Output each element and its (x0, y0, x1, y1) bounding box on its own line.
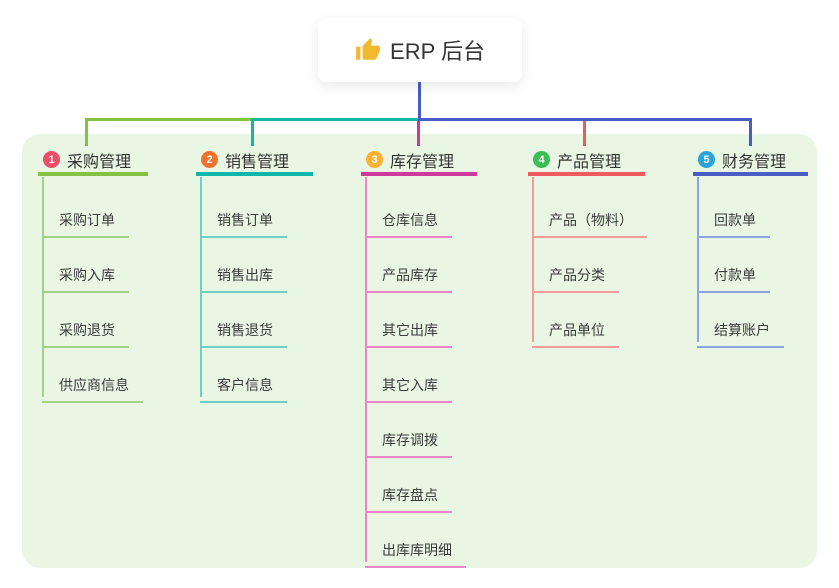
branch-head-finance[interactable]: 5 财务管理 (693, 147, 808, 176)
node-stock-transfer[interactable]: 库存调拨 (365, 422, 452, 458)
node-purchase-return[interactable]: 采购退货 (42, 312, 129, 348)
branch-head-purchase[interactable]: 1 采购管理 (38, 147, 148, 176)
branch-head-product[interactable]: 4 产品管理 (528, 147, 645, 176)
branch-head-inventory[interactable]: 3 库存管理 (361, 147, 477, 176)
node-purchase-inbound[interactable]: 采购入库 (42, 257, 129, 293)
node-sales-outbound[interactable]: 销售出库 (200, 257, 287, 293)
connector-purchase (85, 118, 252, 121)
node-supplier-info[interactable]: 供应商信息 (42, 367, 143, 403)
drop-finance (749, 118, 752, 146)
node-payment-doc[interactable]: 付款单 (697, 257, 770, 293)
branch-title-inventory: 库存管理 (390, 153, 455, 171)
root-node-label: ERP 后台 (390, 39, 485, 64)
priority-2-icon: 2 (201, 151, 218, 168)
priority-5-icon: 5 (698, 151, 715, 168)
node-sales-return[interactable]: 销售退货 (200, 312, 287, 348)
node-customer-info[interactable]: 客户信息 (200, 367, 287, 403)
priority-1-icon: 1 (43, 151, 60, 168)
trunk-inventory (365, 177, 367, 562)
drop-purchase (85, 118, 88, 146)
trunk-product (532, 177, 534, 342)
node-sales-order[interactable]: 销售订单 (200, 202, 287, 238)
thumbs-up-icon (355, 37, 381, 63)
branch-head-sales[interactable]: 2 销售管理 (196, 147, 313, 176)
root-connector-line (418, 82, 421, 118)
priority-4-icon: 4 (533, 151, 550, 168)
node-product-category[interactable]: 产品分类 (532, 257, 619, 293)
node-other-outbound[interactable]: 其它出库 (365, 312, 452, 348)
connector-sales (252, 118, 418, 121)
node-purchase-order[interactable]: 采购订单 (42, 202, 129, 238)
drop-product (583, 121, 586, 146)
branch-title-finance: 财务管理 (722, 153, 787, 171)
node-settlement-account[interactable]: 结算账户 (697, 312, 784, 348)
node-warehouse-info[interactable]: 仓库信息 (365, 202, 452, 238)
node-other-inbound[interactable]: 其它入库 (365, 367, 452, 403)
branches-background-panel (22, 134, 817, 568)
node-product-material[interactable]: 产品（物料） (532, 202, 647, 238)
node-product-stock[interactable]: 产品库存 (365, 257, 452, 293)
drop-inventory (417, 121, 420, 146)
priority-3-icon: 3 (366, 151, 383, 168)
node-receipt-doc[interactable]: 回款单 (697, 202, 770, 238)
trunk-sales (200, 177, 202, 397)
drop-sales (251, 118, 254, 146)
node-outbound-detail[interactable]: 出库库明细 (365, 532, 466, 568)
trunk-purchase (42, 177, 44, 397)
node-product-unit[interactable]: 产品单位 (532, 312, 619, 348)
trunk-finance (697, 177, 699, 342)
branch-title-sales: 销售管理 (225, 153, 290, 171)
branch-title-product: 产品管理 (557, 153, 622, 171)
connector-finance (418, 118, 752, 121)
node-stock-check[interactable]: 库存盘点 (365, 477, 452, 513)
root-node-erp[interactable]: ERP 后台 (318, 18, 522, 82)
branch-title-purchase: 采购管理 (67, 153, 132, 171)
